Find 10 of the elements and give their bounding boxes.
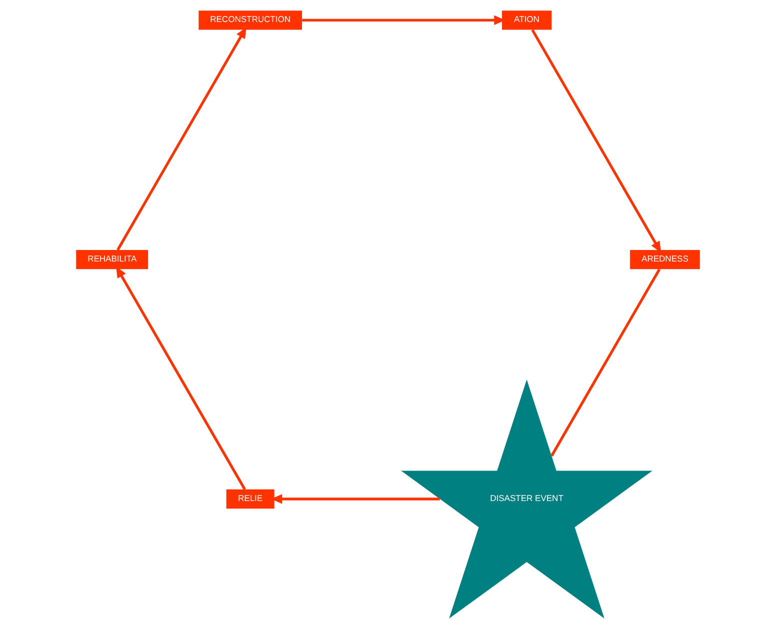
node-box: AREDNESS <box>630 250 700 270</box>
arrow <box>116 266 246 490</box>
arrow <box>302 15 505 26</box>
node-box: ATION <box>501 10 552 30</box>
node-box: REHABILITA <box>76 250 148 270</box>
arrow <box>530 29 660 253</box>
node-box: RELIE <box>226 489 274 509</box>
arrow <box>116 27 246 251</box>
node-box: RECONSTRUCTION <box>198 10 302 30</box>
connector <box>550 268 660 457</box>
